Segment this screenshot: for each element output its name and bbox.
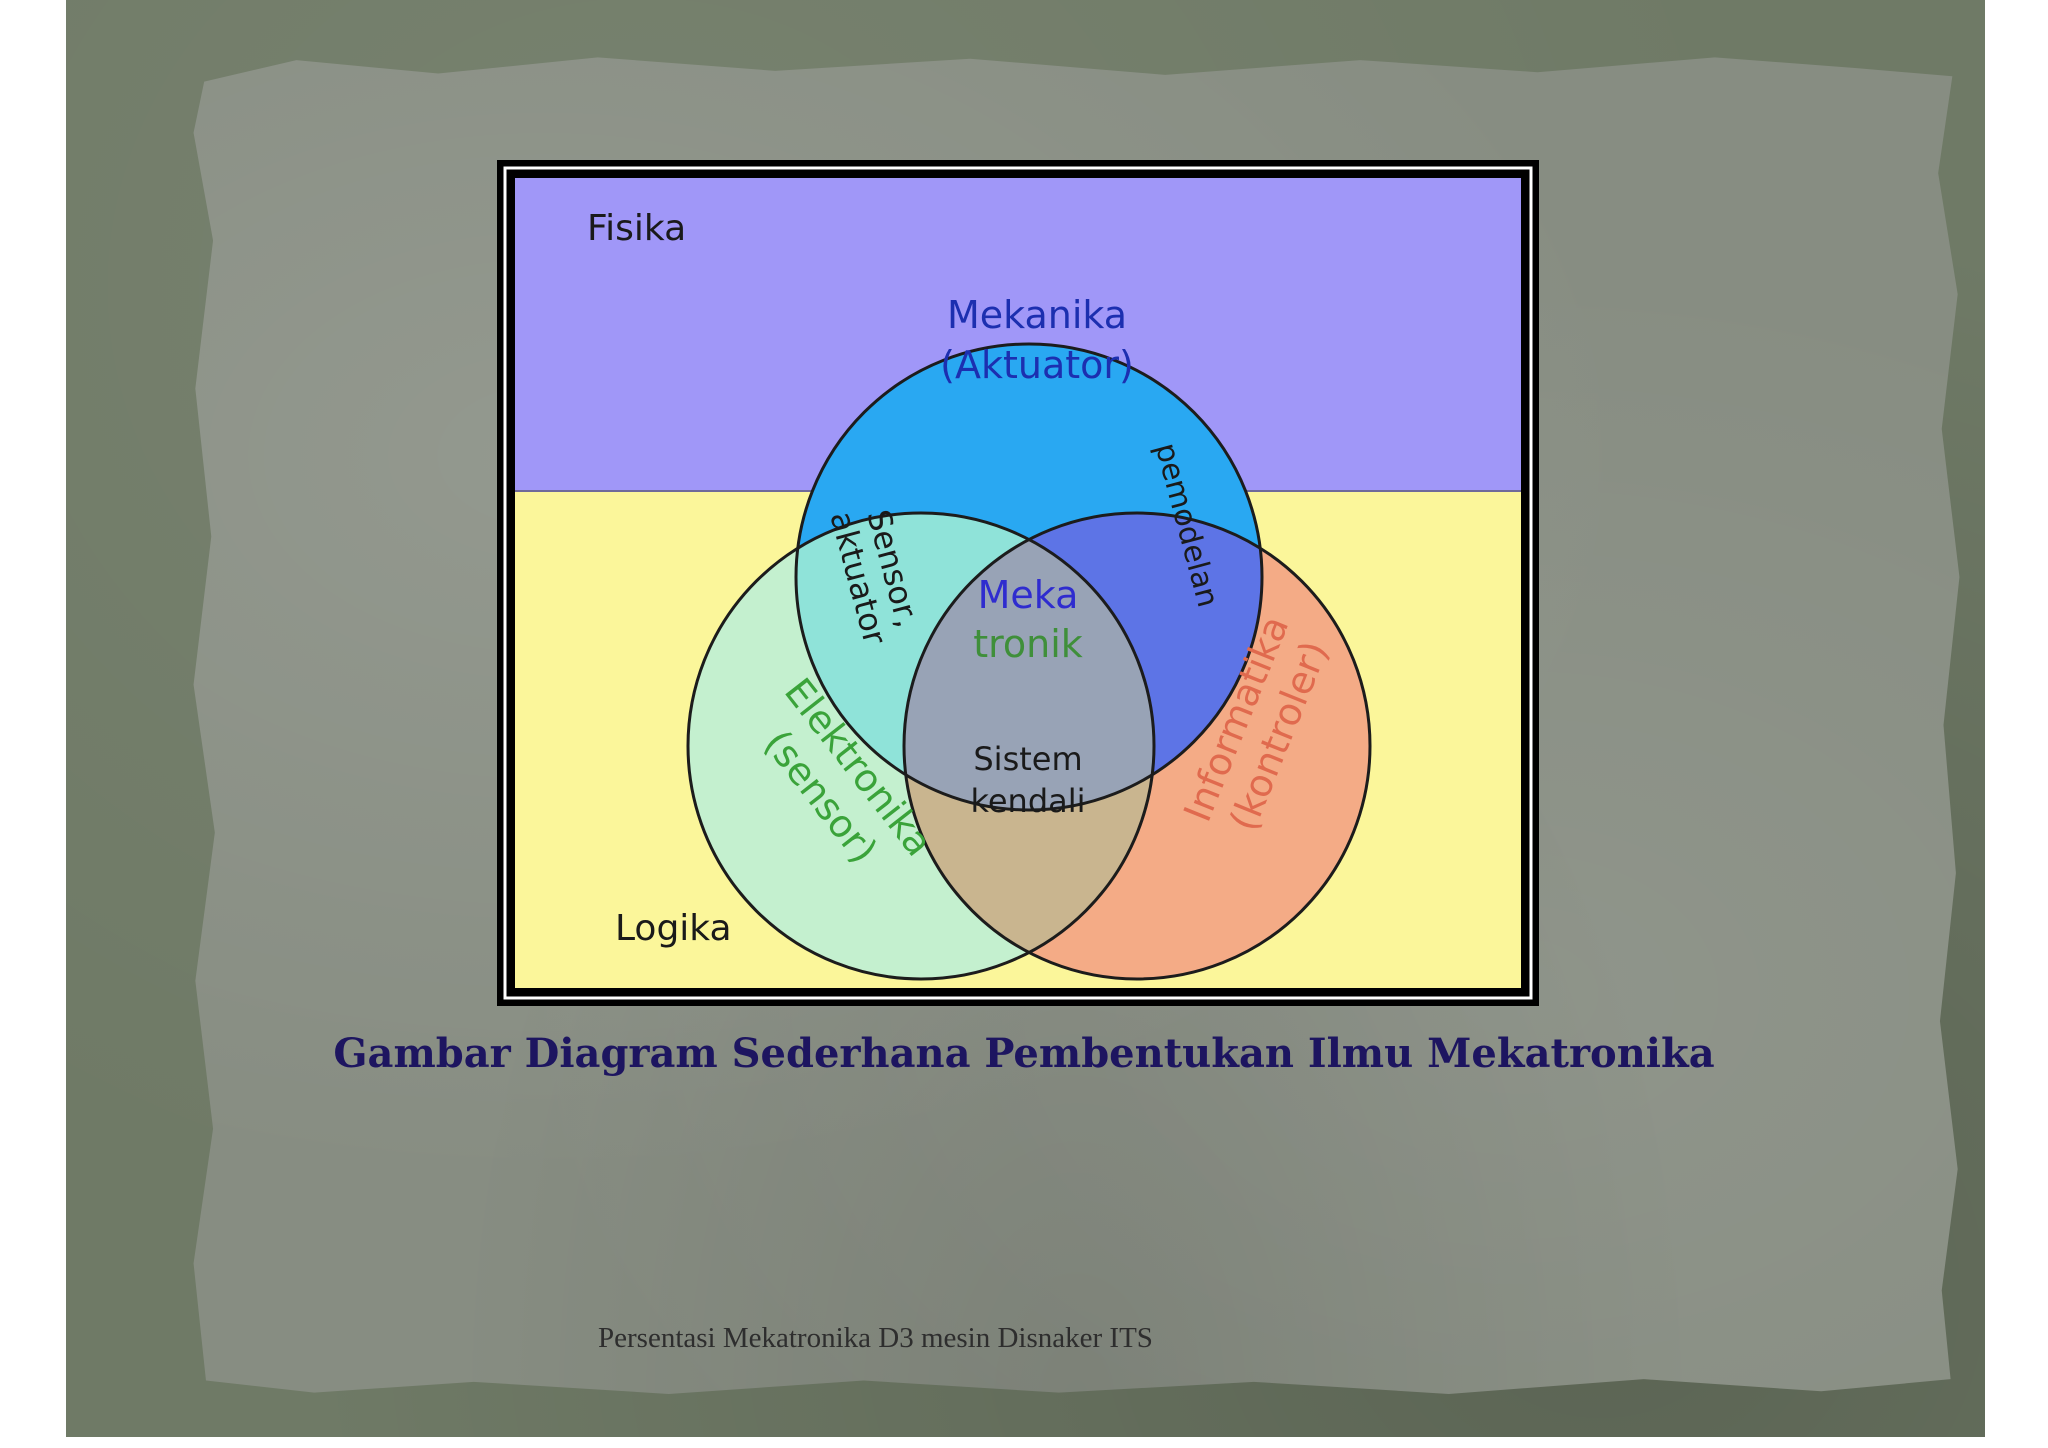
fisika-label: Fisika: [587, 208, 686, 249]
slide-footer: Persentasi Mekatronika D3 mesin Disnaker…: [598, 1322, 1153, 1354]
mekatronik-center: [904, 513, 1154, 810]
diagram-caption: Gambar Diagram Sederhana Pembentukan Ilm…: [333, 1030, 1715, 1077]
meka-label: Meka: [978, 573, 1079, 617]
sistem-label: Sistem: [973, 740, 1082, 778]
mekanika-label: Mekanika: [947, 293, 1127, 337]
kendali-label: kendali: [970, 782, 1085, 820]
mechatronics-venn-diagram: Fisika Logika Mekanika (Aktuator) Sensor…: [497, 160, 1539, 1006]
logika-label: Logika: [615, 908, 732, 949]
aktuator-label: (Aktuator): [940, 343, 1134, 387]
tronik-label: tronik: [973, 622, 1083, 666]
